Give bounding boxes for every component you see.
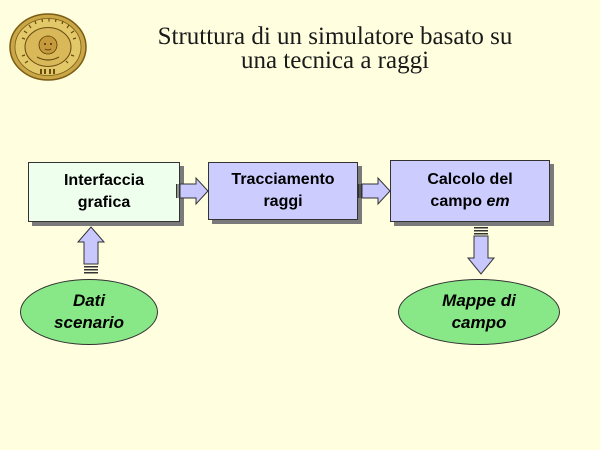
- tracciamento-raggi-line2: raggi: [263, 193, 303, 210]
- mappe-campo-line2: campo: [451, 313, 507, 332]
- arrow-interfaccia-to-tracciamento: [176, 176, 209, 206]
- interfaccia-grafica-line2: grafica: [77, 194, 131, 211]
- calcolo-campo-line2-prefix: campo: [430, 193, 487, 210]
- calcolo-campo-line2: campo em: [430, 191, 509, 213]
- dati-scenario-line2: scenario: [54, 313, 124, 332]
- university-seal-icon: [9, 13, 87, 81]
- arrow-calcolo-to-mappe: [466, 227, 496, 275]
- calcolo-campo-line1: Calcolo del: [427, 171, 513, 188]
- mappe-campo-line1: Mappe di: [442, 291, 516, 310]
- arrow-tracciamento-to-calcolo: [358, 176, 391, 206]
- interfaccia-grafica-line1: Interfaccia: [63, 172, 145, 189]
- calcolo-campo-line2-em: em: [486, 193, 510, 210]
- interfaccia-grafica-box: Interfaccia grafica: [28, 162, 180, 222]
- arrow-dati-to-interfaccia: [76, 226, 106, 274]
- mappe-campo-ellipse: Mappe di campo: [398, 279, 560, 345]
- tracciamento-raggi-box: Tracciamento raggi: [208, 162, 358, 220]
- slide-title-line-1: Struttura di un simulatore basato su: [157, 23, 513, 50]
- slide-title-line-2: una tecnica a raggi: [240, 47, 430, 74]
- tracciamento-raggi-line1: Tracciamento: [231, 171, 335, 188]
- dati-scenario-ellipse: Dati scenario: [20, 279, 158, 345]
- dati-scenario-line1: Dati: [72, 291, 106, 310]
- calcolo-campo-box: Calcolo del campo em: [390, 160, 550, 222]
